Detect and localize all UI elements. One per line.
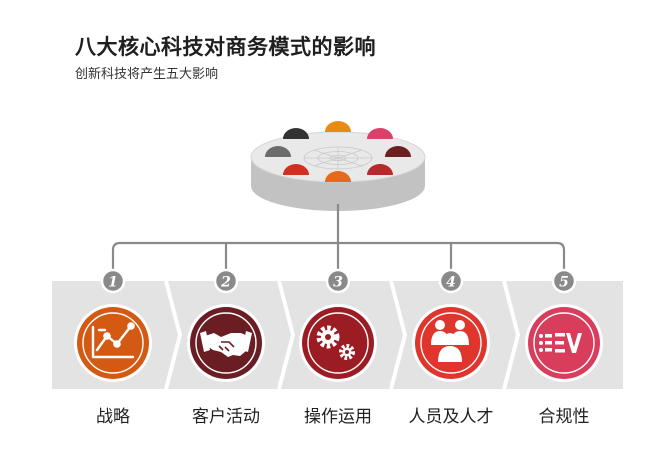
step-badge: 5 — [551, 268, 577, 294]
step-label: 战略 — [96, 407, 130, 427]
step-number: 5 — [559, 275, 569, 291]
step-label: 人员及人才 — [408, 407, 494, 427]
step-badge: 3 — [325, 268, 351, 294]
chevron-divider — [164, 280, 183, 390]
hub-dot — [325, 121, 351, 132]
step-label: 操作运用 — [304, 407, 372, 427]
hub-dot — [283, 164, 309, 175]
hub-dot — [385, 146, 411, 157]
step-label: 客户活动 — [192, 407, 260, 427]
step-number: 1 — [108, 275, 118, 291]
chart-icon — [91, 322, 135, 359]
chevron-divider — [502, 280, 521, 390]
connector-lines — [111, 204, 566, 270]
step-label: 合规性 — [538, 407, 590, 427]
handshake-icon — [200, 331, 252, 357]
hub-dot — [283, 128, 309, 139]
step-number: 4 — [446, 275, 456, 291]
gears-icon — [316, 325, 355, 360]
step-badge: 4 — [438, 268, 464, 294]
step-icon-circle — [74, 304, 152, 382]
step-badge: 1 — [100, 268, 126, 294]
chevron-divider — [277, 280, 296, 390]
chevron-dividers — [164, 280, 521, 390]
step-icon-circle — [299, 304, 377, 382]
people-icon — [431, 320, 469, 362]
hub-dot — [265, 146, 291, 157]
step-number: 2 — [220, 275, 231, 291]
list-icon — [539, 333, 582, 353]
chevron-divider — [389, 280, 408, 390]
page-subtitle: 创新科技将产生五大影响 — [75, 67, 219, 82]
hub-disk — [250, 121, 426, 211]
hub-dot — [367, 128, 393, 139]
page-title: 八大核心科技对商务模式的影响 — [75, 34, 376, 59]
hub-target — [303, 146, 373, 170]
step-badge: 2 — [213, 268, 239, 294]
hub-dot — [325, 171, 351, 182]
hub-dot — [367, 164, 393, 175]
step-number: 3 — [333, 275, 343, 291]
